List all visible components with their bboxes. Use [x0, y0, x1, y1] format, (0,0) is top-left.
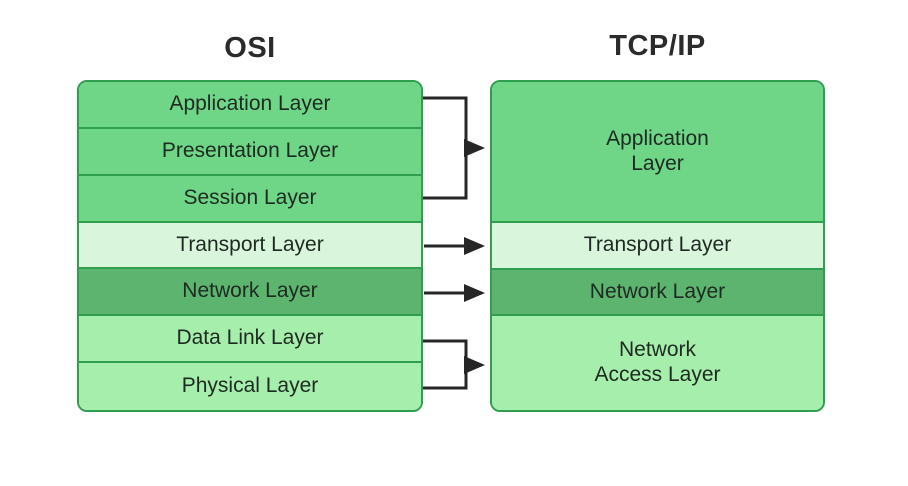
tcpip-model-stack: Application Layer Transport Layer Networ… [490, 80, 825, 412]
tcpip-layer-transport: Transport Layer [492, 223, 823, 270]
tcpip-layer-network-access: Network Access Layer [492, 316, 823, 410]
page-title-tcpip: TCP/IP [609, 30, 706, 62]
osi-layer-presentation: Presentation Layer [79, 128, 421, 176]
connector-application-bracket [423, 96, 485, 200]
osi-layer-physical: Physical Layer [79, 363, 421, 410]
tcpip-layer-network: Network Layer [492, 269, 823, 317]
tcpip-layer-application: Application Layer [492, 82, 823, 224]
osi-layer-session: Session Layer [79, 175, 421, 223]
page-title-osi: OSI [224, 32, 276, 64]
osi-layer-application: Application Layer [79, 82, 421, 129]
osi-layer-network: Network Layer [79, 269, 421, 317]
osi-model-stack: Application Layer Presentation Layer Ses… [77, 80, 423, 412]
osi-layer-data-link: Data Link Layer [79, 316, 421, 364]
osi-layer-transport: Transport Layer [79, 222, 421, 270]
connector-network-access-bracket [423, 339, 485, 390]
